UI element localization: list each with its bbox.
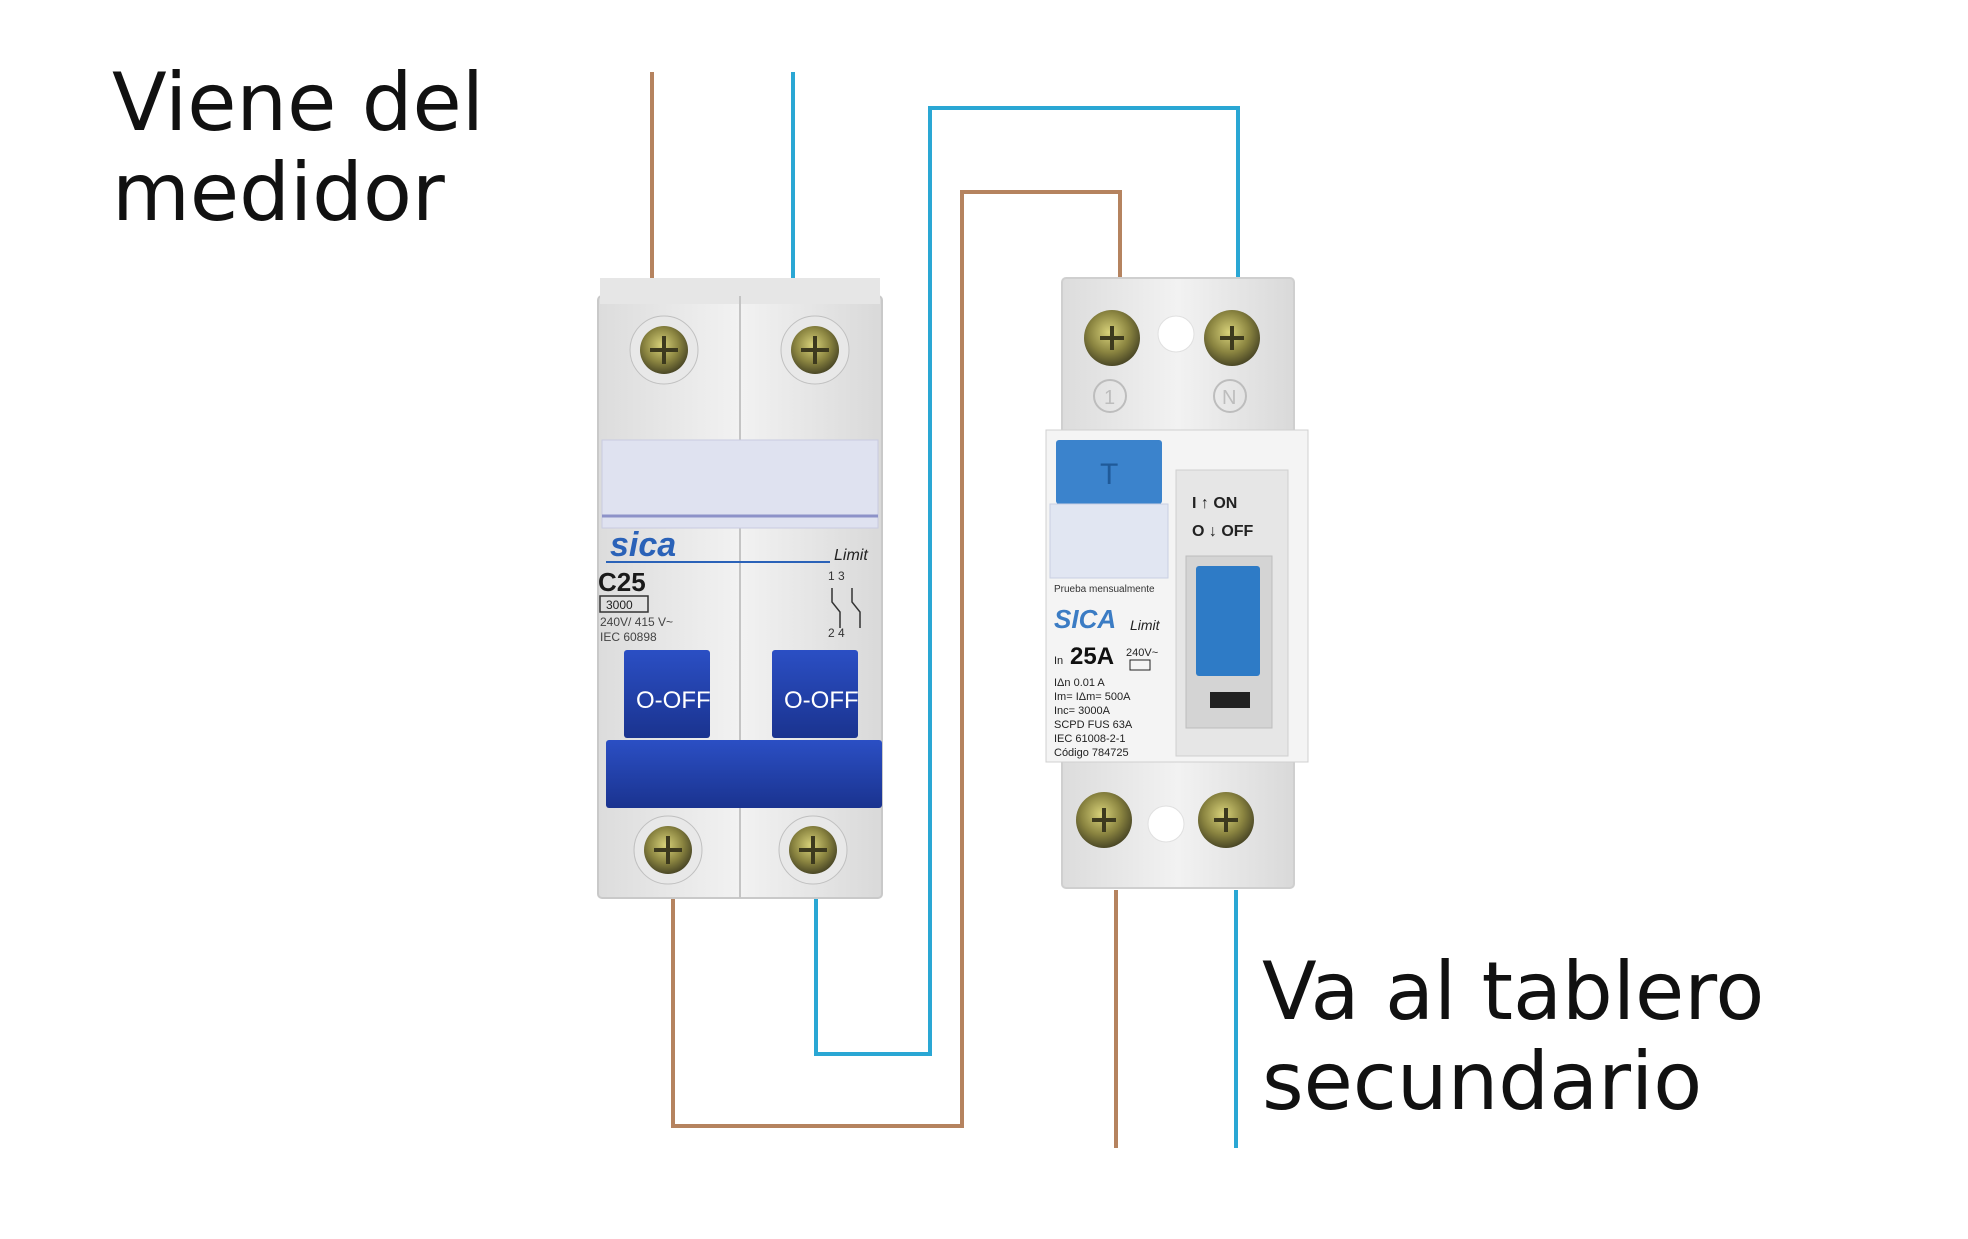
rcd-series: Limit xyxy=(1130,617,1161,633)
rcd-test-window xyxy=(1049,503,1169,579)
breaker-terminal-top-marks: 1 3 xyxy=(828,569,845,583)
rcd-terminal-n-label: N xyxy=(1222,387,1236,409)
rcd-rating: 25A xyxy=(1070,643,1114,670)
breaker-capacity-box xyxy=(599,595,649,613)
rcd-spec-line: Código 784725 xyxy=(1054,747,1129,759)
circuit-breaker: sica Limit C25 3000 240V/ 415 V~ IEC 608… xyxy=(597,278,883,899)
breaker-screw-top-left xyxy=(629,315,699,385)
breaker-standard: IEC 60898 xyxy=(600,630,657,644)
rcd-switch-indicator xyxy=(1210,692,1250,708)
breaker-screw-bottom-left xyxy=(633,815,703,885)
destination-caption: Va al tablero secundario xyxy=(1262,947,1764,1126)
breaker-screw-bottom-right xyxy=(778,815,848,885)
breaker-screw-top-right xyxy=(780,315,850,385)
breaker-lever-left-label: O-OFF xyxy=(636,687,711,714)
neutral-wire-link xyxy=(814,106,1240,1056)
breaker-window xyxy=(601,439,879,529)
breaker-capacity: 3000 xyxy=(606,598,633,612)
wires xyxy=(650,72,1240,1148)
breaker-lever-bar[interactable] xyxy=(606,740,882,808)
breaker-voltage: 240V/ 415 V~ xyxy=(600,615,673,629)
rcd-spec-list: IΔn 0.01 A Im= IΔm= 500A Inc= 3000A SCPD FU… xyxy=(1054,677,1133,759)
rcd-ac-symbol xyxy=(1129,659,1151,671)
source-caption-line2: medidor xyxy=(112,145,445,239)
rcd-switch-lever[interactable] xyxy=(1196,566,1260,676)
rcd-screw-bottom-left xyxy=(1076,792,1132,848)
phase-wire-link xyxy=(671,190,1122,1128)
rcd-spec-line: IEC 61008-2-1 xyxy=(1054,733,1126,745)
breaker-lever-right-label: O-OFF xyxy=(784,687,859,714)
rcd-hole-bottom xyxy=(1147,805,1185,843)
rcd-voltage: 240V~ xyxy=(1126,647,1158,659)
breaker-lever-right[interactable] xyxy=(772,650,858,738)
rcd-terminal-n-mark xyxy=(1213,379,1247,413)
rcd-test-note: Prueba mensualmente xyxy=(1054,584,1155,595)
breaker-series: Limit xyxy=(834,547,868,564)
rcd-spec-line: IΔn 0.01 A xyxy=(1054,677,1105,689)
rcd-on-label: I ↑ ON xyxy=(1192,495,1237,512)
rcd-off-label: O ↓ OFF xyxy=(1192,523,1254,540)
destination-caption-line1: Va al tablero xyxy=(1262,945,1765,1038)
rcd-screw-top-right xyxy=(1204,310,1260,366)
rcd-spec-line: Inc= 3000A xyxy=(1054,705,1111,717)
rcd-in-prefix: In xyxy=(1054,655,1063,667)
breaker-terminal-bottom-marks: 2 4 xyxy=(828,626,845,640)
breaker-lever-left[interactable] xyxy=(624,650,710,738)
rcd-screw-top-left xyxy=(1084,310,1140,366)
rcd-hole-top xyxy=(1157,315,1195,353)
destination-caption-line2: secundario xyxy=(1262,1034,1703,1128)
rcd-terminal-1-label: 1 xyxy=(1104,387,1115,409)
breaker-model: C25 xyxy=(598,567,646,597)
rcd-test-button[interactable] xyxy=(1056,440,1162,504)
breaker-brand: sica xyxy=(610,526,676,564)
rcd-terminal-1-mark xyxy=(1093,379,1127,413)
source-caption-line1: Viene del xyxy=(112,56,484,149)
rcd-brand: SICA xyxy=(1054,604,1116,634)
residual-current-device: 1 N T Prueba mensualmente SICA Limit In … xyxy=(1045,277,1309,889)
rcd-screw-bottom-right xyxy=(1198,792,1254,848)
rcd-spec-line: SCPD FUS 63A xyxy=(1054,719,1133,731)
source-caption: Viene del medidor xyxy=(112,58,484,237)
rcd-spec-line: Im= IΔm= 500A xyxy=(1054,691,1131,703)
breaker-symbol-icon xyxy=(831,588,861,628)
rcd-test-button-label: T xyxy=(1100,458,1118,491)
